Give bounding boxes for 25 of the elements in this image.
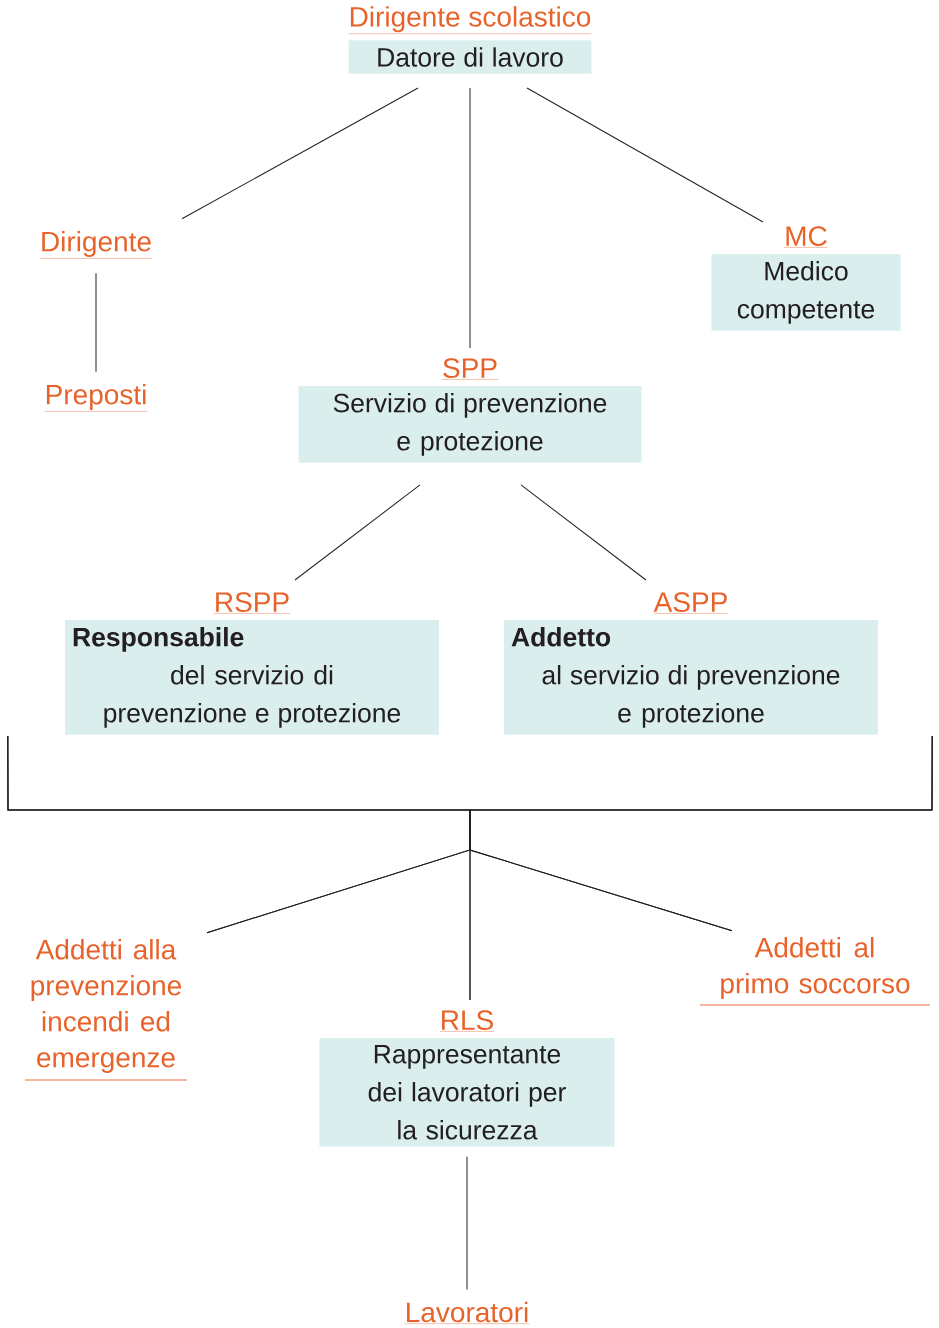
node-label: Dirigente scolastico [350, 6, 591, 33]
node-label: MC [786, 226, 827, 247]
role-box: RSPP Responsabile del servizio di prevenzione e protezione [65, 592, 439, 735]
role-label: Addetti al primo soccorso [699, 936, 931, 1006]
role-label: Lavoratori [404, 1301, 530, 1324]
connector-line [95, 272, 97, 373]
node-label: SPP [443, 358, 497, 379]
role-label: Preposti [44, 383, 148, 412]
role-box: RLS Rappresentante dei lavoratori per la sicurezza [319, 1010, 615, 1147]
role-label: Addetti alla prevenzione incendi ed emergenze [24, 938, 188, 1081]
role-box: ASPP Addetto al servizio di prevenzione e protezione [504, 592, 878, 735]
connector-line [469, 735, 933, 932]
connector-line [526, 87, 764, 223]
role-box: SPP Servizio di prevenzione e protezione [298, 358, 642, 463]
connector-line [469, 87, 471, 349]
connector-line [520, 484, 647, 581]
node-label: RLS [442, 1010, 493, 1031]
node-label: RSPP [216, 592, 289, 613]
connector-line [294, 484, 421, 581]
connector-line [466, 1156, 468, 1291]
connector-line [181, 87, 419, 220]
role-label: Dirigente [39, 230, 153, 259]
role-box: MC Medico competente [711, 226, 901, 331]
role-box: Dirigente scolastico Datore di lavoro [348, 6, 592, 74]
node-label: ASPP [653, 592, 727, 613]
